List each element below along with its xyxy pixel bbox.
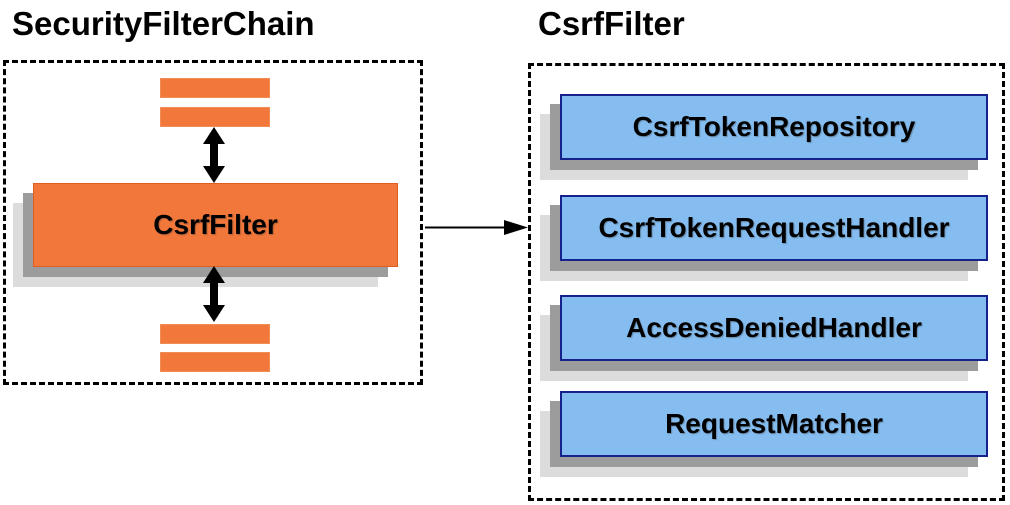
security-filter-chain-title: SecurityFilterChain (12, 5, 315, 42)
csrf-filter-title: CsrfFilter (538, 5, 685, 42)
component-label: CsrfTokenRepository (632, 111, 916, 142)
double-arrow-icon (203, 266, 225, 322)
component-label: RequestMatcher (665, 408, 883, 439)
filter-bar (160, 324, 270, 344)
security-filter-chain-container (3, 60, 423, 385)
double-arrow-icon (203, 127, 225, 183)
component-box-request-matcher: RequestMatcher (560, 391, 988, 457)
csrf-filter-container (528, 63, 1005, 501)
component-box-access-denied-handler: AccessDeniedHandler (560, 295, 988, 361)
component-box-csrf-token-request-handler: CsrfTokenRequestHandler (560, 195, 988, 261)
csrf-filter-box-label: CsrfFilter (153, 209, 278, 240)
component-label: CsrfTokenRequestHandler (598, 212, 950, 243)
filter-bar (160, 107, 270, 127)
component-label: AccessDeniedHandler (626, 312, 922, 343)
arrow-right-icon (425, 220, 528, 235)
filter-bar (160, 78, 270, 98)
component-box-csrf-token-repository: CsrfTokenRepository (560, 94, 988, 160)
csrf-filter-box: CsrfFilter (33, 183, 398, 267)
filter-bar (160, 352, 270, 372)
